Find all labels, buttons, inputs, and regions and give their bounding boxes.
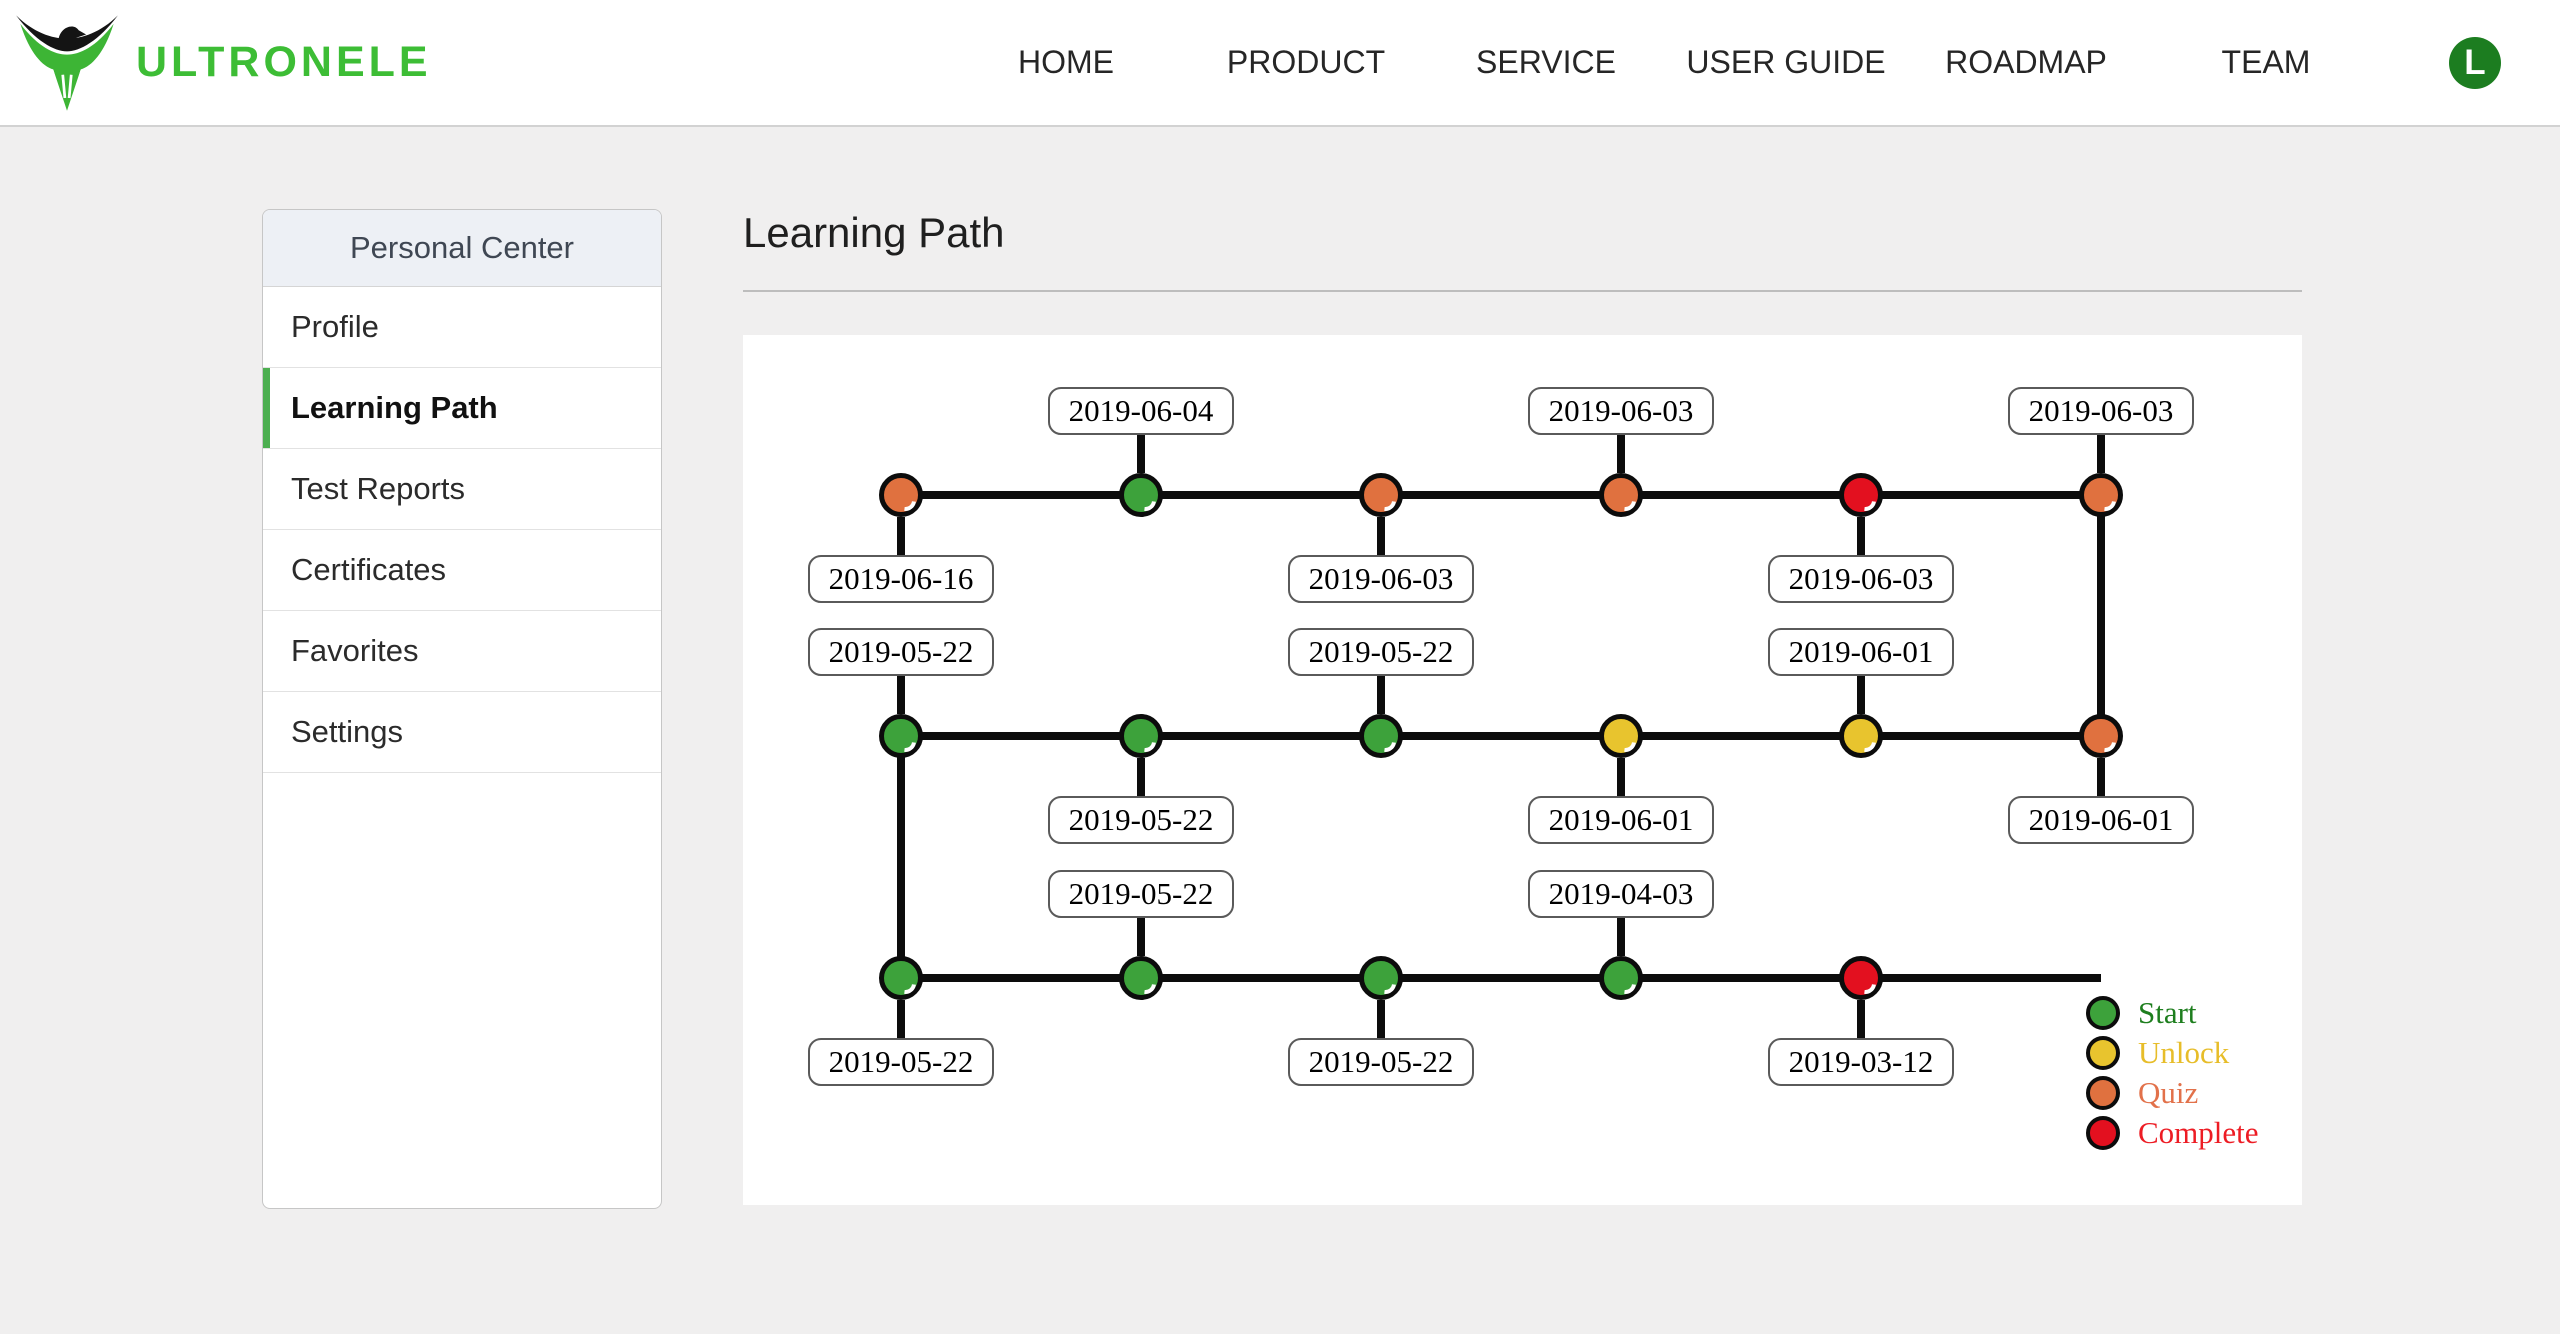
course-node-start[interactable]: [1359, 714, 1403, 758]
date-label: 2019-05-22: [1048, 870, 1234, 918]
date-label: 2019-06-03: [1768, 555, 1954, 603]
legend-label: Unlock: [2138, 1035, 2230, 1070]
date-label: 2019-06-16: [808, 555, 994, 603]
nav-item-team[interactable]: TEAM: [2221, 44, 2311, 80]
label-connector: [1617, 758, 1625, 796]
label-connector: [1137, 435, 1145, 473]
date-label: 2019-06-01: [2008, 796, 2194, 844]
sidebar-title: Personal Center: [263, 210, 661, 287]
course-node-start[interactable]: [879, 714, 923, 758]
label-connector: [1137, 918, 1145, 956]
date-label: 2019-06-01: [1768, 628, 1954, 676]
brand-name: ULTRONELE: [136, 37, 432, 86]
label-connector: [1857, 676, 1865, 714]
course-node-start[interactable]: [879, 956, 923, 1000]
sidebar-item-favorites[interactable]: Favorites: [263, 611, 661, 692]
label-connector: [2097, 758, 2105, 796]
sidebar-item-certificates[interactable]: Certificates: [263, 530, 661, 611]
brand[interactable]: ULTRONELE: [14, 8, 432, 116]
path-edge: [901, 732, 2101, 740]
title-divider: [743, 290, 2302, 292]
legend-item-complete: Complete: [2086, 1116, 2259, 1150]
course-node-quiz[interactable]: [1599, 473, 1643, 517]
nav-item-service[interactable]: SERVICE: [1476, 44, 1616, 80]
sidebar-item-profile[interactable]: Profile: [263, 287, 661, 368]
user-avatar[interactable]: L: [2449, 37, 2501, 89]
nav-item-user-guide[interactable]: USER GUIDE: [1686, 44, 1886, 80]
label-connector: [2097, 435, 2105, 473]
legend-item-quiz: Quiz: [2086, 1076, 2198, 1110]
course-node-quiz[interactable]: [1359, 473, 1403, 517]
label-connector: [1377, 1000, 1385, 1038]
path-edge: [2097, 495, 2105, 736]
main-nav: HOME PRODUCT SERVICE USER GUIDE ROADMAP TEAM: [946, 0, 2386, 125]
label-connector: [897, 517, 905, 555]
course-node-start[interactable]: [1359, 956, 1403, 1000]
label-connector: [1857, 1000, 1865, 1038]
sidebar-item-learning-path[interactable]: Learning Path: [263, 368, 661, 449]
date-label: 2019-05-22: [1288, 628, 1474, 676]
label-connector: [1617, 918, 1625, 956]
course-node-unlock[interactable]: [1599, 714, 1643, 758]
date-label: 2019-06-01: [1528, 796, 1714, 844]
legend-label: Complete: [2138, 1115, 2259, 1150]
label-connector: [1857, 517, 1865, 555]
date-label: 2019-05-22: [808, 628, 994, 676]
label-connector: [897, 676, 905, 714]
nav-item-home[interactable]: HOME: [1018, 44, 1114, 80]
nav-item-product[interactable]: PRODUCT: [1226, 44, 1386, 80]
date-label: 2019-06-03: [2008, 387, 2194, 435]
course-node-unlock[interactable]: [1839, 714, 1883, 758]
nav-item-roadmap[interactable]: ROADMAP: [1945, 44, 2107, 80]
course-node-complete[interactable]: [1839, 956, 1883, 1000]
date-label: 2019-05-22: [808, 1038, 994, 1086]
course-node-start[interactable]: [1119, 956, 1163, 1000]
date-label: 2019-06-03: [1288, 555, 1474, 603]
sidebar-item-settings[interactable]: Settings: [263, 692, 661, 773]
path-edge: [897, 736, 905, 978]
legend-item-start: Start: [2086, 996, 2197, 1030]
course-node-complete[interactable]: [1839, 473, 1883, 517]
label-connector: [897, 1000, 905, 1038]
legend-label: Quiz: [2138, 1075, 2199, 1110]
learning-path-diagram: 2019-06-16 2019-06-04 2019-06-03 2019-06-03…: [743, 335, 2302, 1205]
path-edge: [901, 491, 2101, 499]
course-node-quiz[interactable]: [879, 473, 923, 517]
legend-dot-icon: [2086, 1116, 2120, 1150]
legend-dot-icon: [2086, 996, 2120, 1030]
date-label: 2019-05-22: [1288, 1038, 1474, 1086]
page-title: Learning Path: [743, 209, 1005, 256]
eagle-shield-icon: [16, 15, 118, 111]
legend-label: Start: [2138, 995, 2197, 1030]
legend-item-unlock: Unlock: [2086, 1036, 2229, 1070]
course-node-quiz[interactable]: [2079, 714, 2123, 758]
course-node-start[interactable]: [1119, 473, 1163, 517]
course-node-start[interactable]: [1119, 714, 1163, 758]
sidebar-item-test-reports[interactable]: Test Reports: [263, 449, 661, 530]
date-label: 2019-06-03: [1528, 387, 1714, 435]
date-label: 2019-03-12: [1768, 1038, 1954, 1086]
top-navigation-bar: ULTRONELE HOME PRODUCT SERVICE USER GUIDE RO…: [0, 0, 2560, 127]
label-connector: [1377, 676, 1385, 714]
legend-dot-icon: [2086, 1076, 2120, 1110]
date-label: 2019-04-03: [1528, 870, 1714, 918]
date-label: 2019-06-04: [1048, 387, 1234, 435]
label-connector: [1617, 435, 1625, 473]
legend-dot-icon: [2086, 1036, 2120, 1070]
label-connector: [1137, 758, 1145, 796]
path-edge: [901, 974, 2101, 982]
label-connector: [1377, 517, 1385, 555]
course-node-start[interactable]: [1599, 956, 1643, 1000]
course-node-quiz[interactable]: [2079, 473, 2123, 517]
date-label: 2019-05-22: [1048, 796, 1234, 844]
